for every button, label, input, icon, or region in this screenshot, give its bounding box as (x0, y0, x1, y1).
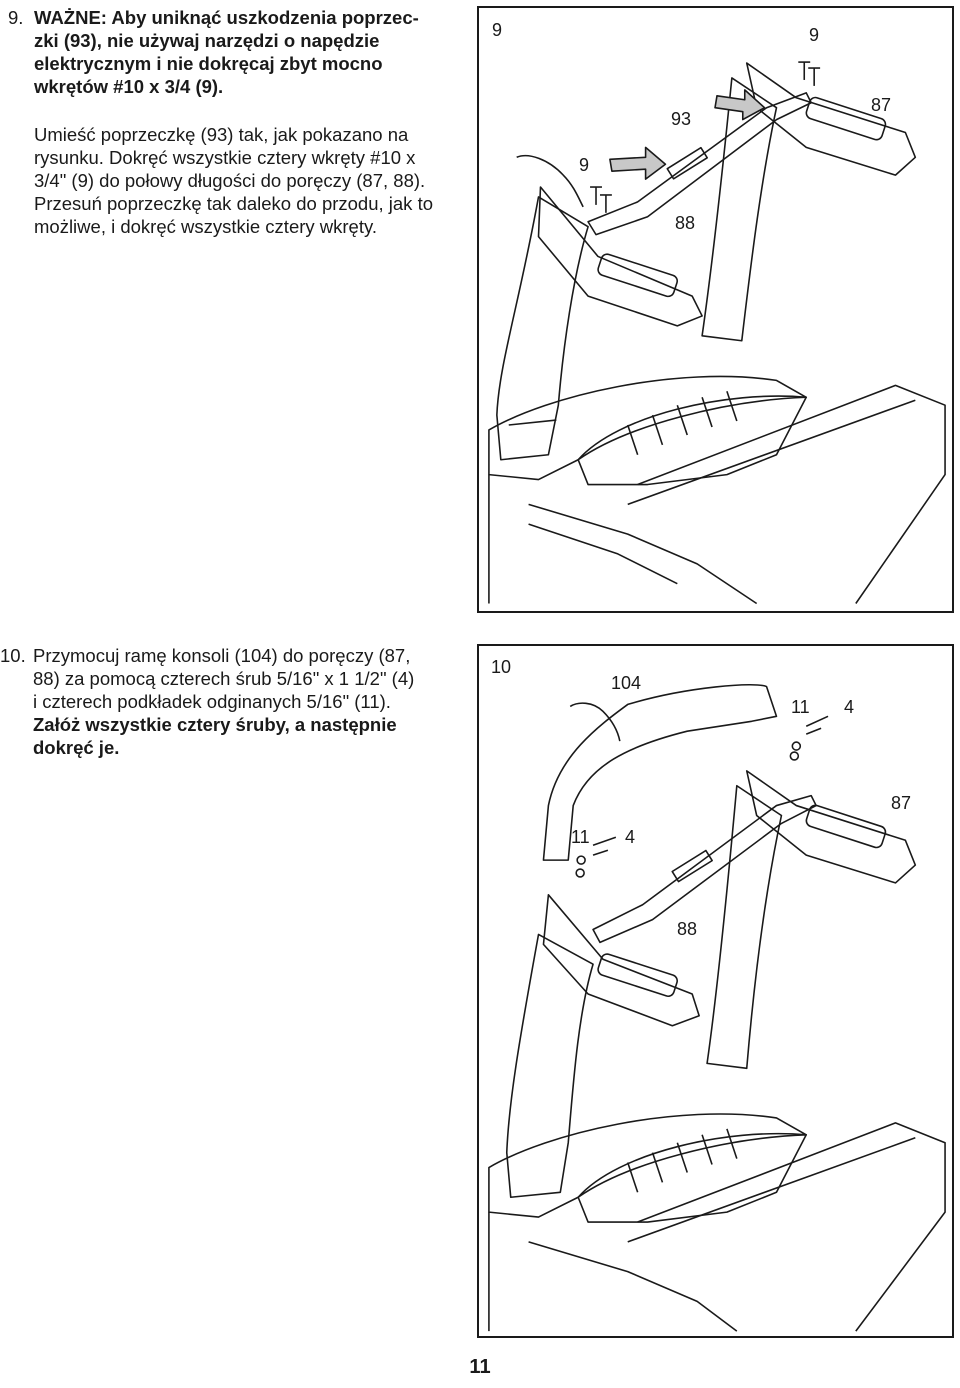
step-10-instructions: 10. Przymocuj ramę konsoli (104) do porę… (0, 644, 470, 759)
body-line: Umieść poprzeczkę (93) tak, jak pokazano… (34, 124, 409, 145)
figure-step-9: 9 9 87 93 9 88 (477, 6, 954, 613)
treadmill-console-frame-diagram (488, 683, 946, 1332)
figure-step-10: 10 104 11 4 87 11 4 88 (477, 644, 954, 1338)
warning-line: wkrętów #10 x 3/4 (9). (34, 76, 224, 97)
step-9-warning: WAŻNE: Aby uniknąć uszkodzenia poprzec- … (34, 6, 478, 98)
figure-step-label: 10 (491, 657, 512, 677)
body-line: i czterech podkładek odginanych 5/16" (1… (33, 691, 391, 712)
step-10-number: 10. (0, 645, 26, 666)
callout-washer-right: 11 (791, 697, 810, 717)
callout-console-frame: 104 (611, 673, 642, 693)
body-line: Przymocuj ramę konsoli (104) do poręczy … (33, 645, 411, 666)
body-line: 88) za pomocą czterech śrub 5/16" x 1 1/… (33, 668, 415, 689)
page-number: 11 (469, 1356, 491, 1378)
step-9-instructions: 9. WAŻNE: Aby uniknąć uszkodzenia poprze… (8, 6, 478, 255)
warning-line: elektrycznym i nie dokręcaj zbyt mocno (34, 53, 383, 74)
callout-screw-left: 9 (579, 155, 590, 175)
step-9-body: Umieść poprzeczkę (93) tak, jak pokazano… (34, 123, 478, 238)
callout-bolt-right: 4 (844, 697, 855, 717)
callout-bolt-left: 4 (625, 827, 636, 847)
warning-line: WAŻNE: Aby uniknąć uszkodzenia poprzec- (34, 7, 419, 28)
callout-screw-right: 9 (809, 25, 820, 45)
body-line: rysunku. Dokręć wszystkie cztery wkręty … (34, 147, 416, 168)
body-line: 3/4" (9) do połowy długości do poręczy (… (34, 170, 426, 191)
figure-step-label: 9 (492, 20, 503, 40)
treadmill-crossbar-diagram (488, 61, 946, 605)
bold-line: Załóż wszystkie cztery śruby, a następni… (33, 714, 397, 735)
callout-right-rail: 87 (891, 793, 912, 813)
bold-line: dokręć je. (33, 737, 120, 758)
callout-left-rail: 88 (677, 919, 698, 939)
callout-crossbar: 93 (671, 109, 692, 129)
step-9-number: 9. (8, 7, 24, 28)
callout-right-rail: 87 (871, 95, 892, 115)
body-line: możliwe, i dokręć wszystkie cztery wkręt… (34, 216, 377, 237)
warning-line: zki (93), nie używaj narzędzi o napędzie (34, 30, 380, 51)
callout-left-rail: 88 (675, 213, 696, 233)
body-line: Przesuń poprzeczkę tak daleko do przodu,… (34, 193, 434, 214)
callout-washer-left: 11 (571, 827, 590, 847)
